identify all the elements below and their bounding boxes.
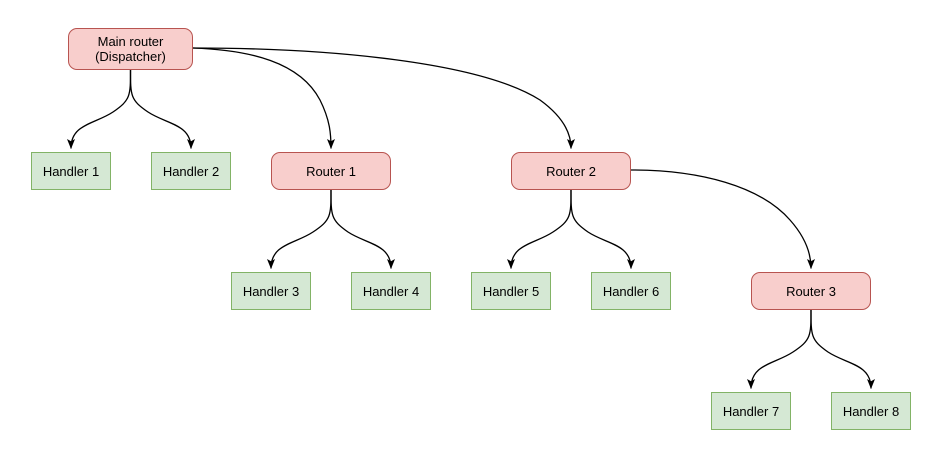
- node-handler-4[interactable]: Handler 4: [351, 272, 431, 310]
- node-router-1[interactable]: Router 1: [271, 152, 391, 190]
- edge-router-2-to-handler-5: [507, 189, 572, 269]
- node-label-main-router: Main router (Dispatcher): [95, 34, 166, 64]
- edge-main-to-router-1: [192, 47, 335, 149]
- node-label-handler-8: Handler 8: [842, 403, 900, 419]
- node-label-handler-2: Handler 2: [162, 163, 220, 179]
- edge-router-2-to-router-3: [630, 169, 815, 269]
- node-handler-2[interactable]: Handler 2: [151, 152, 231, 190]
- node-label-handler-5: Handler 5: [482, 283, 540, 299]
- node-handler-1[interactable]: Handler 1: [31, 152, 111, 190]
- node-router-3[interactable]: Router 3: [751, 272, 871, 310]
- node-handler-5[interactable]: Handler 5: [471, 272, 551, 310]
- edge-router-2-to-handler-6: [570, 189, 635, 269]
- node-handler-3[interactable]: Handler 3: [231, 272, 311, 310]
- edge-router-3-to-handler-7: [747, 309, 812, 389]
- node-handler-7[interactable]: Handler 7: [711, 392, 791, 430]
- node-main-router[interactable]: Main router (Dispatcher): [68, 28, 193, 70]
- node-handler-6[interactable]: Handler 6: [591, 272, 671, 310]
- edge-router-1-to-handler-4: [330, 189, 395, 269]
- edge-router-3-to-handler-8: [810, 309, 875, 389]
- edge-main-to-router-2: [192, 47, 575, 149]
- node-router-2[interactable]: Router 2: [511, 152, 631, 190]
- node-label-handler-6: Handler 6: [602, 283, 660, 299]
- edge-main-to-handler-2: [129, 69, 195, 149]
- node-label-handler-3: Handler 3: [242, 283, 300, 299]
- node-label-router-1: Router 1: [306, 163, 356, 179]
- node-label-router-2: Router 2: [546, 163, 596, 179]
- edge-router-1-to-handler-3: [267, 189, 332, 269]
- edge-paths: [67, 47, 875, 389]
- edge-main-to-handler-1: [67, 69, 132, 149]
- node-label-handler-1: Handler 1: [42, 163, 100, 179]
- node-handler-8[interactable]: Handler 8: [831, 392, 911, 430]
- node-label-handler-7: Handler 7: [722, 403, 780, 419]
- node-label-router-3: Router 3: [786, 283, 836, 299]
- node-label-handler-4: Handler 4: [362, 283, 420, 299]
